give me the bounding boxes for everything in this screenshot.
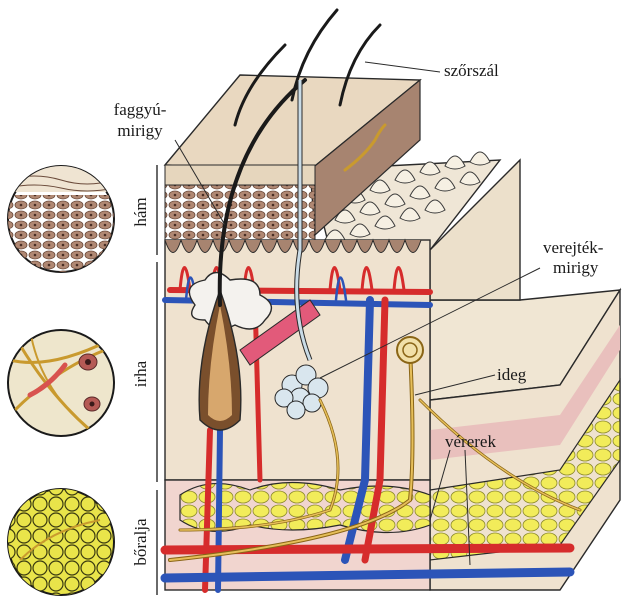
fat-tissue-inset-icon [8, 489, 114, 595]
label-sweat-gland-line2: mirigy [553, 258, 598, 277]
label-epidermis: hám [131, 187, 151, 237]
label-blood-vessels: vérerek [445, 432, 496, 451]
label-sebaceous-gland-line2: mirigy [104, 121, 176, 140]
label-sebaceous-gland-line1: faggyú- [104, 100, 176, 119]
label-dermis: irha [131, 349, 151, 399]
label-hypodermis: bőralja [131, 507, 151, 577]
label-sweat-gland-line1: verejték- [543, 238, 603, 257]
label-nerve: ideg [497, 365, 526, 384]
label-hair: szőrszál [444, 61, 499, 80]
nerve-ending-icon [397, 337, 423, 363]
dermis-fibers-inset-icon [8, 330, 114, 436]
epidermis-cells-inset-icon [8, 166, 114, 275]
